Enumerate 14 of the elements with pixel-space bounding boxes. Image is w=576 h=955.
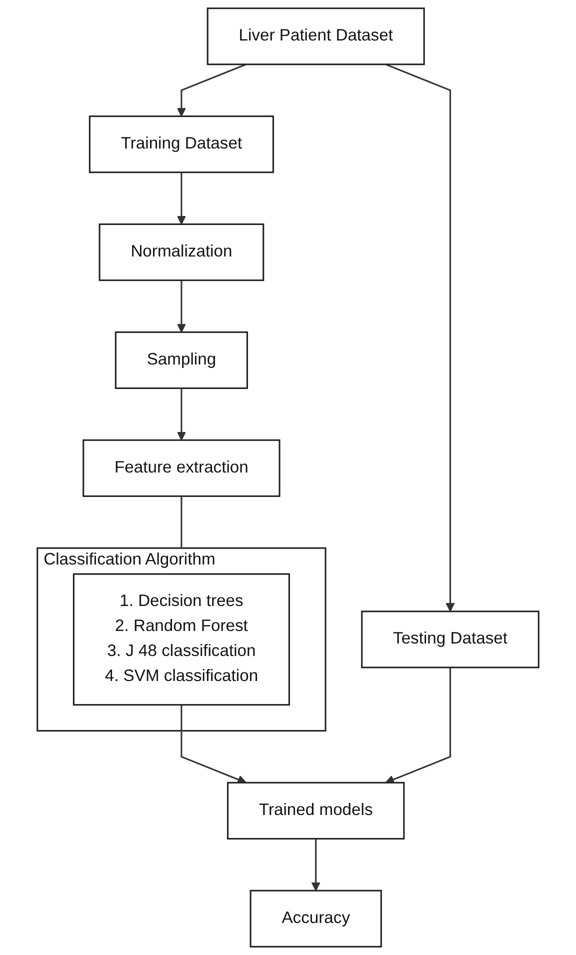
process-box: Sampling [114,331,248,389]
process-box: Training Dataset [88,115,274,174]
group-title: Classification Algorithm [44,551,216,569]
process-box: Normalization [98,223,264,282]
node-label: 3. J 48 classification [107,642,256,660]
process-box: Trained models [227,782,405,840]
process-box: Testing Dataset [361,610,540,668]
process-box: Feature extraction [82,439,280,497]
node-label: 1. Decision trees [120,592,244,610]
node-label: 2. Random Forest [114,618,248,636]
process-box: Accuracy [250,890,382,948]
process-box: Liver Patient Dataset [206,8,425,66]
process-box: 1. Decision trees 2. Random Forest 3. J 48 classification 4. SVM classification [72,573,290,706]
node-label: 4. SVM classification [104,667,258,686]
